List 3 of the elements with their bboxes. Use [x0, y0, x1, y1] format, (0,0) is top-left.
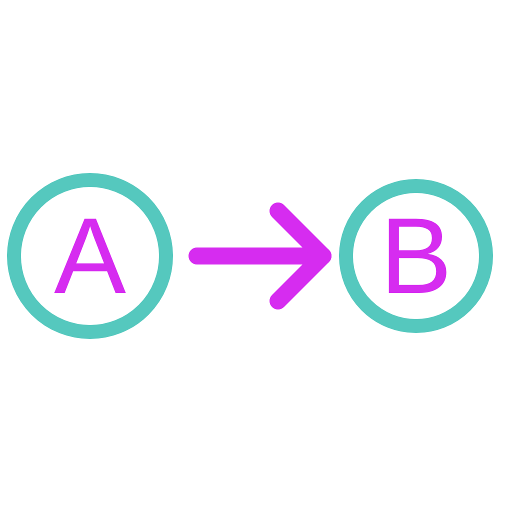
arrow	[188, 202, 332, 310]
node-label: A	[54, 202, 126, 310]
node-label: B	[380, 202, 452, 310]
